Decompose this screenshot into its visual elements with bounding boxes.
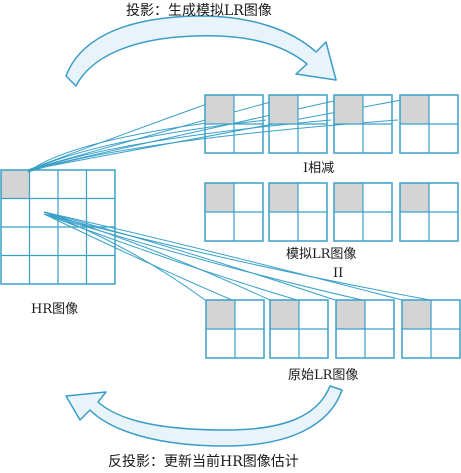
top-lr-grid-highlight-cell — [269, 95, 298, 124]
hr-grid-highlight-cell — [1, 170, 30, 199]
projection-line — [27, 94, 297, 171]
projection-line — [27, 119, 267, 173]
hr-image-label: HR图像 — [31, 302, 79, 317]
subtract-label: I相减 — [303, 161, 335, 176]
top-title: 投影：生成模拟LR图像 — [126, 3, 272, 19]
top-lr-grid-highlight-cell — [400, 95, 429, 124]
simulated-lr-grid-highlight-cell — [400, 183, 429, 212]
simulated-lr-grid-highlight-cell — [205, 183, 234, 212]
simulated-lr-grid-highlight-cell — [334, 183, 363, 212]
backprojection-line — [43, 213, 363, 301]
projection-line — [27, 94, 233, 171]
simulated-lr-grid-highlight-cell — [269, 183, 298, 212]
top-lr-grid-highlight-cell — [205, 95, 234, 124]
original-lr-grid-highlight-cell — [270, 300, 299, 329]
original-lr-grid-highlight-cell — [402, 300, 431, 329]
projection-line — [27, 94, 429, 171]
roman-two-label: II — [333, 266, 344, 281]
bottom-curved-arrow-icon — [65, 385, 343, 447]
top-lr-grid-highlight-cell — [334, 95, 363, 124]
backprojection-line — [43, 213, 233, 301]
projection-line — [27, 94, 362, 171]
backprojection-line — [43, 211, 336, 301]
original-lr-grid-highlight-cell — [336, 300, 365, 329]
backprojection-line — [43, 213, 298, 301]
backprojection-line — [43, 211, 403, 301]
simulated-lr-label: 模拟LR图像 — [286, 247, 357, 262]
bottom-title: 反投影：更新当前HR图像估计 — [108, 454, 299, 470]
original-lr-label: 原始LR图像 — [288, 368, 359, 383]
projection-line — [27, 119, 332, 173]
backprojection-line — [43, 213, 431, 301]
top-curved-arrow-icon — [65, 15, 337, 87]
original-lr-grid-highlight-cell — [206, 300, 235, 329]
